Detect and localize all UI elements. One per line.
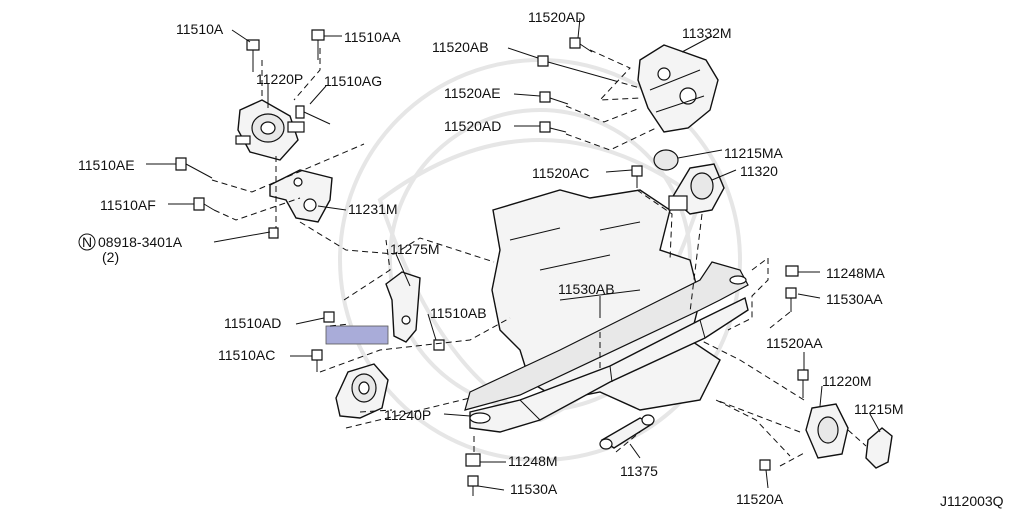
label-11510AA: 11510AA — [344, 29, 401, 45]
bracket-11215M — [865, 427, 893, 469]
part-labels: 11510A 11510AA 11220P 11510AG 11510AE 11… — [78, 9, 1004, 509]
label-11248M: 11248M — [508, 453, 558, 469]
label-11215MA: 11215MA — [724, 145, 784, 161]
label-11510AD: 11510AD — [224, 315, 281, 331]
bracket-11231M — [269, 169, 333, 223]
label-08918-qty: (2) — [102, 249, 119, 265]
label-11520AC: 11520AC — [532, 165, 589, 181]
label-11510AC: 11510AC — [218, 347, 275, 363]
label-08918-prefix: N — [82, 234, 92, 250]
bolts-bottom — [465, 453, 481, 496]
label-11510AE: 11510AE — [78, 157, 135, 173]
label-11510AG: 11510AG — [324, 73, 382, 89]
bracket-11275M — [385, 271, 421, 343]
label-11220M: 11220M — [822, 373, 872, 389]
label-11248MA: 11248MA — [826, 265, 886, 281]
crossmember — [464, 261, 749, 433]
label-08918: 08918-3401A — [98, 234, 183, 250]
bolts-top-right — [537, 37, 643, 188]
label-11220P: 11220P — [256, 71, 303, 87]
label-11231M: 11231M — [348, 201, 398, 217]
label-11520AE: 11520AE — [444, 85, 501, 101]
bolts-left-middle — [311, 311, 445, 372]
label-11320: 11320 — [740, 163, 778, 179]
label-11375: 11375 — [620, 463, 658, 479]
label-11530A: 11530A — [510, 481, 558, 497]
label-11510AF: 11510AF — [100, 197, 156, 213]
leader-lines — [146, 17, 881, 491]
damper-11375 — [599, 414, 655, 450]
bracket-11332M — [637, 44, 719, 133]
bolts-top-left — [175, 29, 331, 239]
mount-11220M — [805, 403, 849, 459]
label-11520AA: 11520AA — [766, 335, 823, 351]
label-11332M: 11332M — [682, 25, 732, 41]
label-11215M: 11215M — [854, 401, 904, 417]
mount-11220P — [235, 99, 305, 161]
diagram-code: J112003Q — [940, 493, 1004, 509]
label-11510AB: 11510AB — [430, 305, 487, 321]
label-11520A: 11520A — [736, 491, 784, 507]
selection-highlight — [325, 325, 389, 345]
label-11510A: 11510A — [176, 21, 224, 37]
mount-11240P — [335, 363, 389, 419]
mount-11320 — [653, 149, 725, 215]
bolts-right — [759, 265, 809, 471]
label-11520AB: 11520AB — [432, 39, 489, 55]
label-11275M: 11275M — [390, 241, 440, 257]
label-11520AD-top: 11520AD — [528, 9, 585, 25]
label-11530AA: 11530AA — [826, 291, 883, 307]
label-11520AD-mid: 11520AD — [444, 118, 501, 134]
assembly-lines — [211, 48, 867, 467]
label-11530AB: 11530AB — [558, 281, 615, 297]
n-circle-icon — [78, 233, 96, 251]
label-11240P: 11240P — [384, 407, 431, 423]
